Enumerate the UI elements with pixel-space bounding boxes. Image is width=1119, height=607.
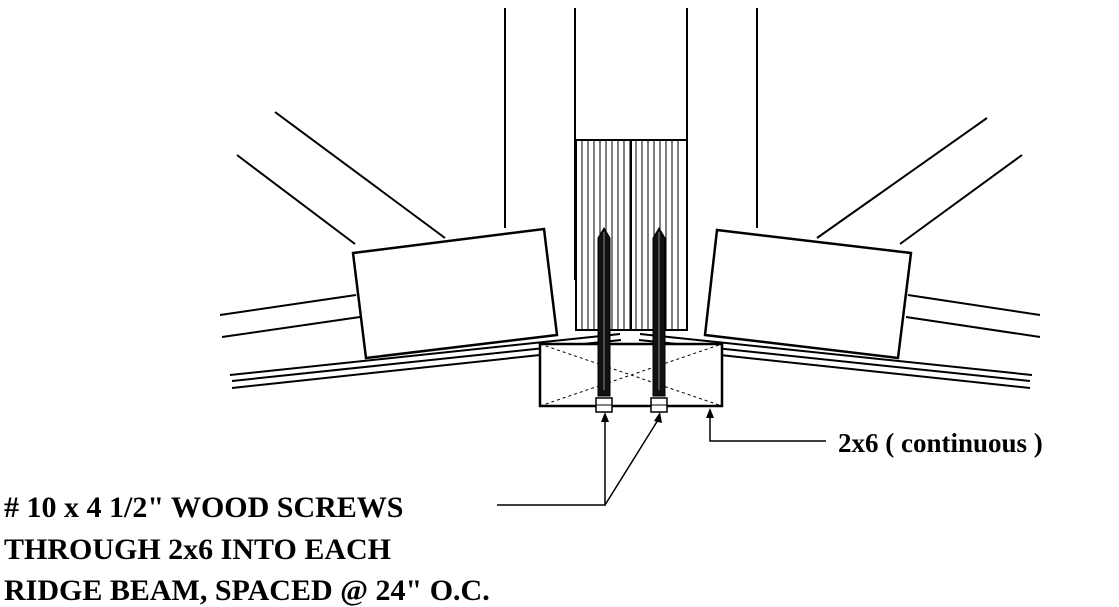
- left-purlin-lines: [219, 294, 361, 338]
- continuous-2x6-block: [538, 342, 724, 408]
- blocking-label: 2x6 ( continuous ): [838, 428, 1043, 458]
- screws-note-line-2: THROUGH 2x6 INTO EACH: [4, 533, 391, 566]
- leader-screws: [497, 412, 662, 506]
- wood-screw-right: [650, 227, 668, 413]
- wood-screw-left: [595, 227, 613, 413]
- left-ridge-block: [351, 227, 559, 360]
- upper-left-rafter: [236, 111, 446, 245]
- screws-note-line-3: RIDGE BEAM, SPACED @ 24" O.C.: [4, 574, 490, 607]
- upper-right-rafter: [816, 117, 1023, 245]
- leader-2x6: [706, 408, 826, 442]
- right-ridge-block: [703, 228, 913, 360]
- ridge-cap: [575, 139, 688, 331]
- screws-note-line-1: # 10 x 4 1/2" WOOD SCREWS: [4, 491, 404, 524]
- right-purlin-lines: [905, 294, 1041, 338]
